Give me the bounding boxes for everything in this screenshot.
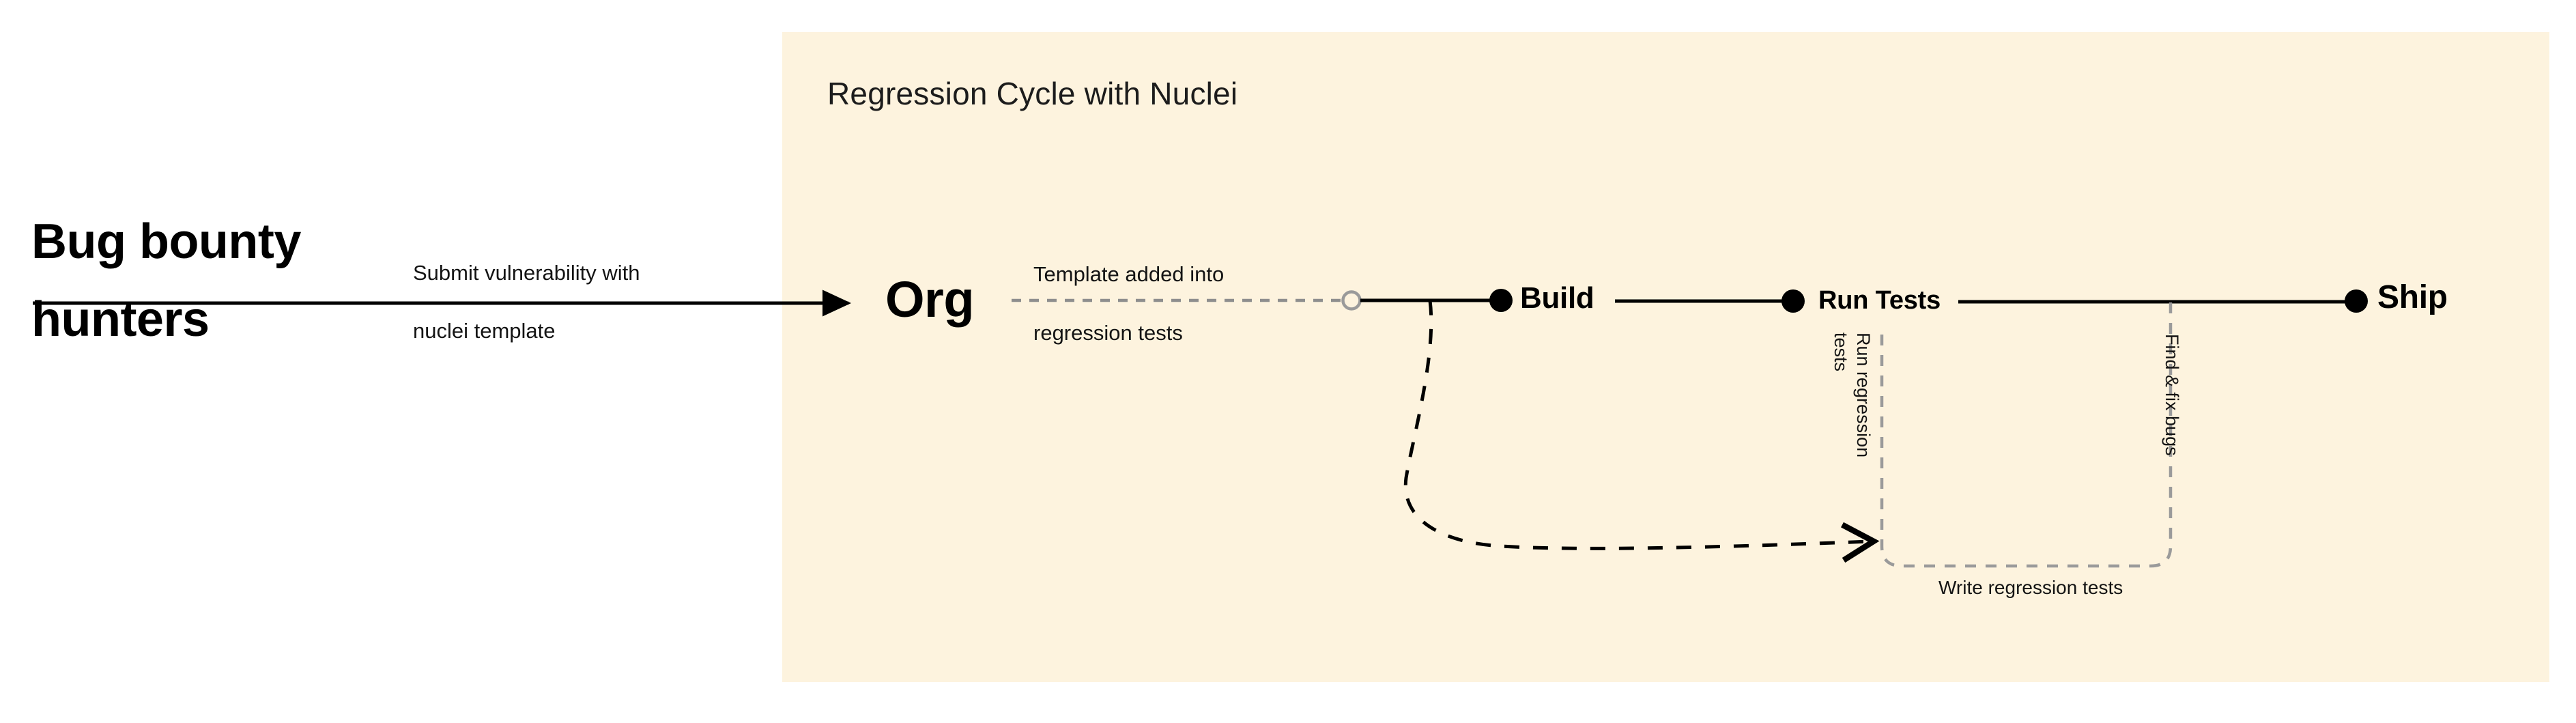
edge-label-submit-line2: nuclei template bbox=[413, 319, 556, 343]
edge-label-submit-line1: Submit vulnerability with bbox=[413, 261, 640, 285]
build-node-dot bbox=[1489, 289, 1513, 312]
node-label-run-tests: Run Tests bbox=[1818, 286, 1941, 315]
handoff-circle-icon bbox=[1341, 290, 1362, 311]
source-label-line2: hunters bbox=[31, 292, 210, 347]
edge-label-template-line1: Template added into bbox=[1033, 262, 1225, 286]
source-label-line1: Bug bounty bbox=[31, 214, 301, 269]
ship-node-dot bbox=[2345, 289, 2368, 313]
edge-label-run-regression-tests: Run regression tests bbox=[1831, 332, 1874, 458]
edge-write-regression-loop bbox=[1880, 302, 2173, 568]
edge-label-template-line2: regression tests bbox=[1033, 321, 1183, 345]
node-label-org: Org bbox=[885, 271, 975, 328]
edge-run-regression-curve bbox=[1403, 300, 1880, 563]
panel-title: Regression Cycle with Nuclei bbox=[827, 76, 1238, 111]
edge-label-find-fix-bugs: Find & fix bugs bbox=[2162, 334, 2182, 456]
run-tests-node-dot bbox=[1781, 289, 1805, 313]
edge-label-write-regression-tests: Write regression tests bbox=[1938, 577, 2123, 598]
node-label-ship: Ship bbox=[2377, 279, 2448, 315]
node-label-build: Build bbox=[1520, 281, 1594, 315]
regression-cycle-panel bbox=[782, 32, 2549, 682]
